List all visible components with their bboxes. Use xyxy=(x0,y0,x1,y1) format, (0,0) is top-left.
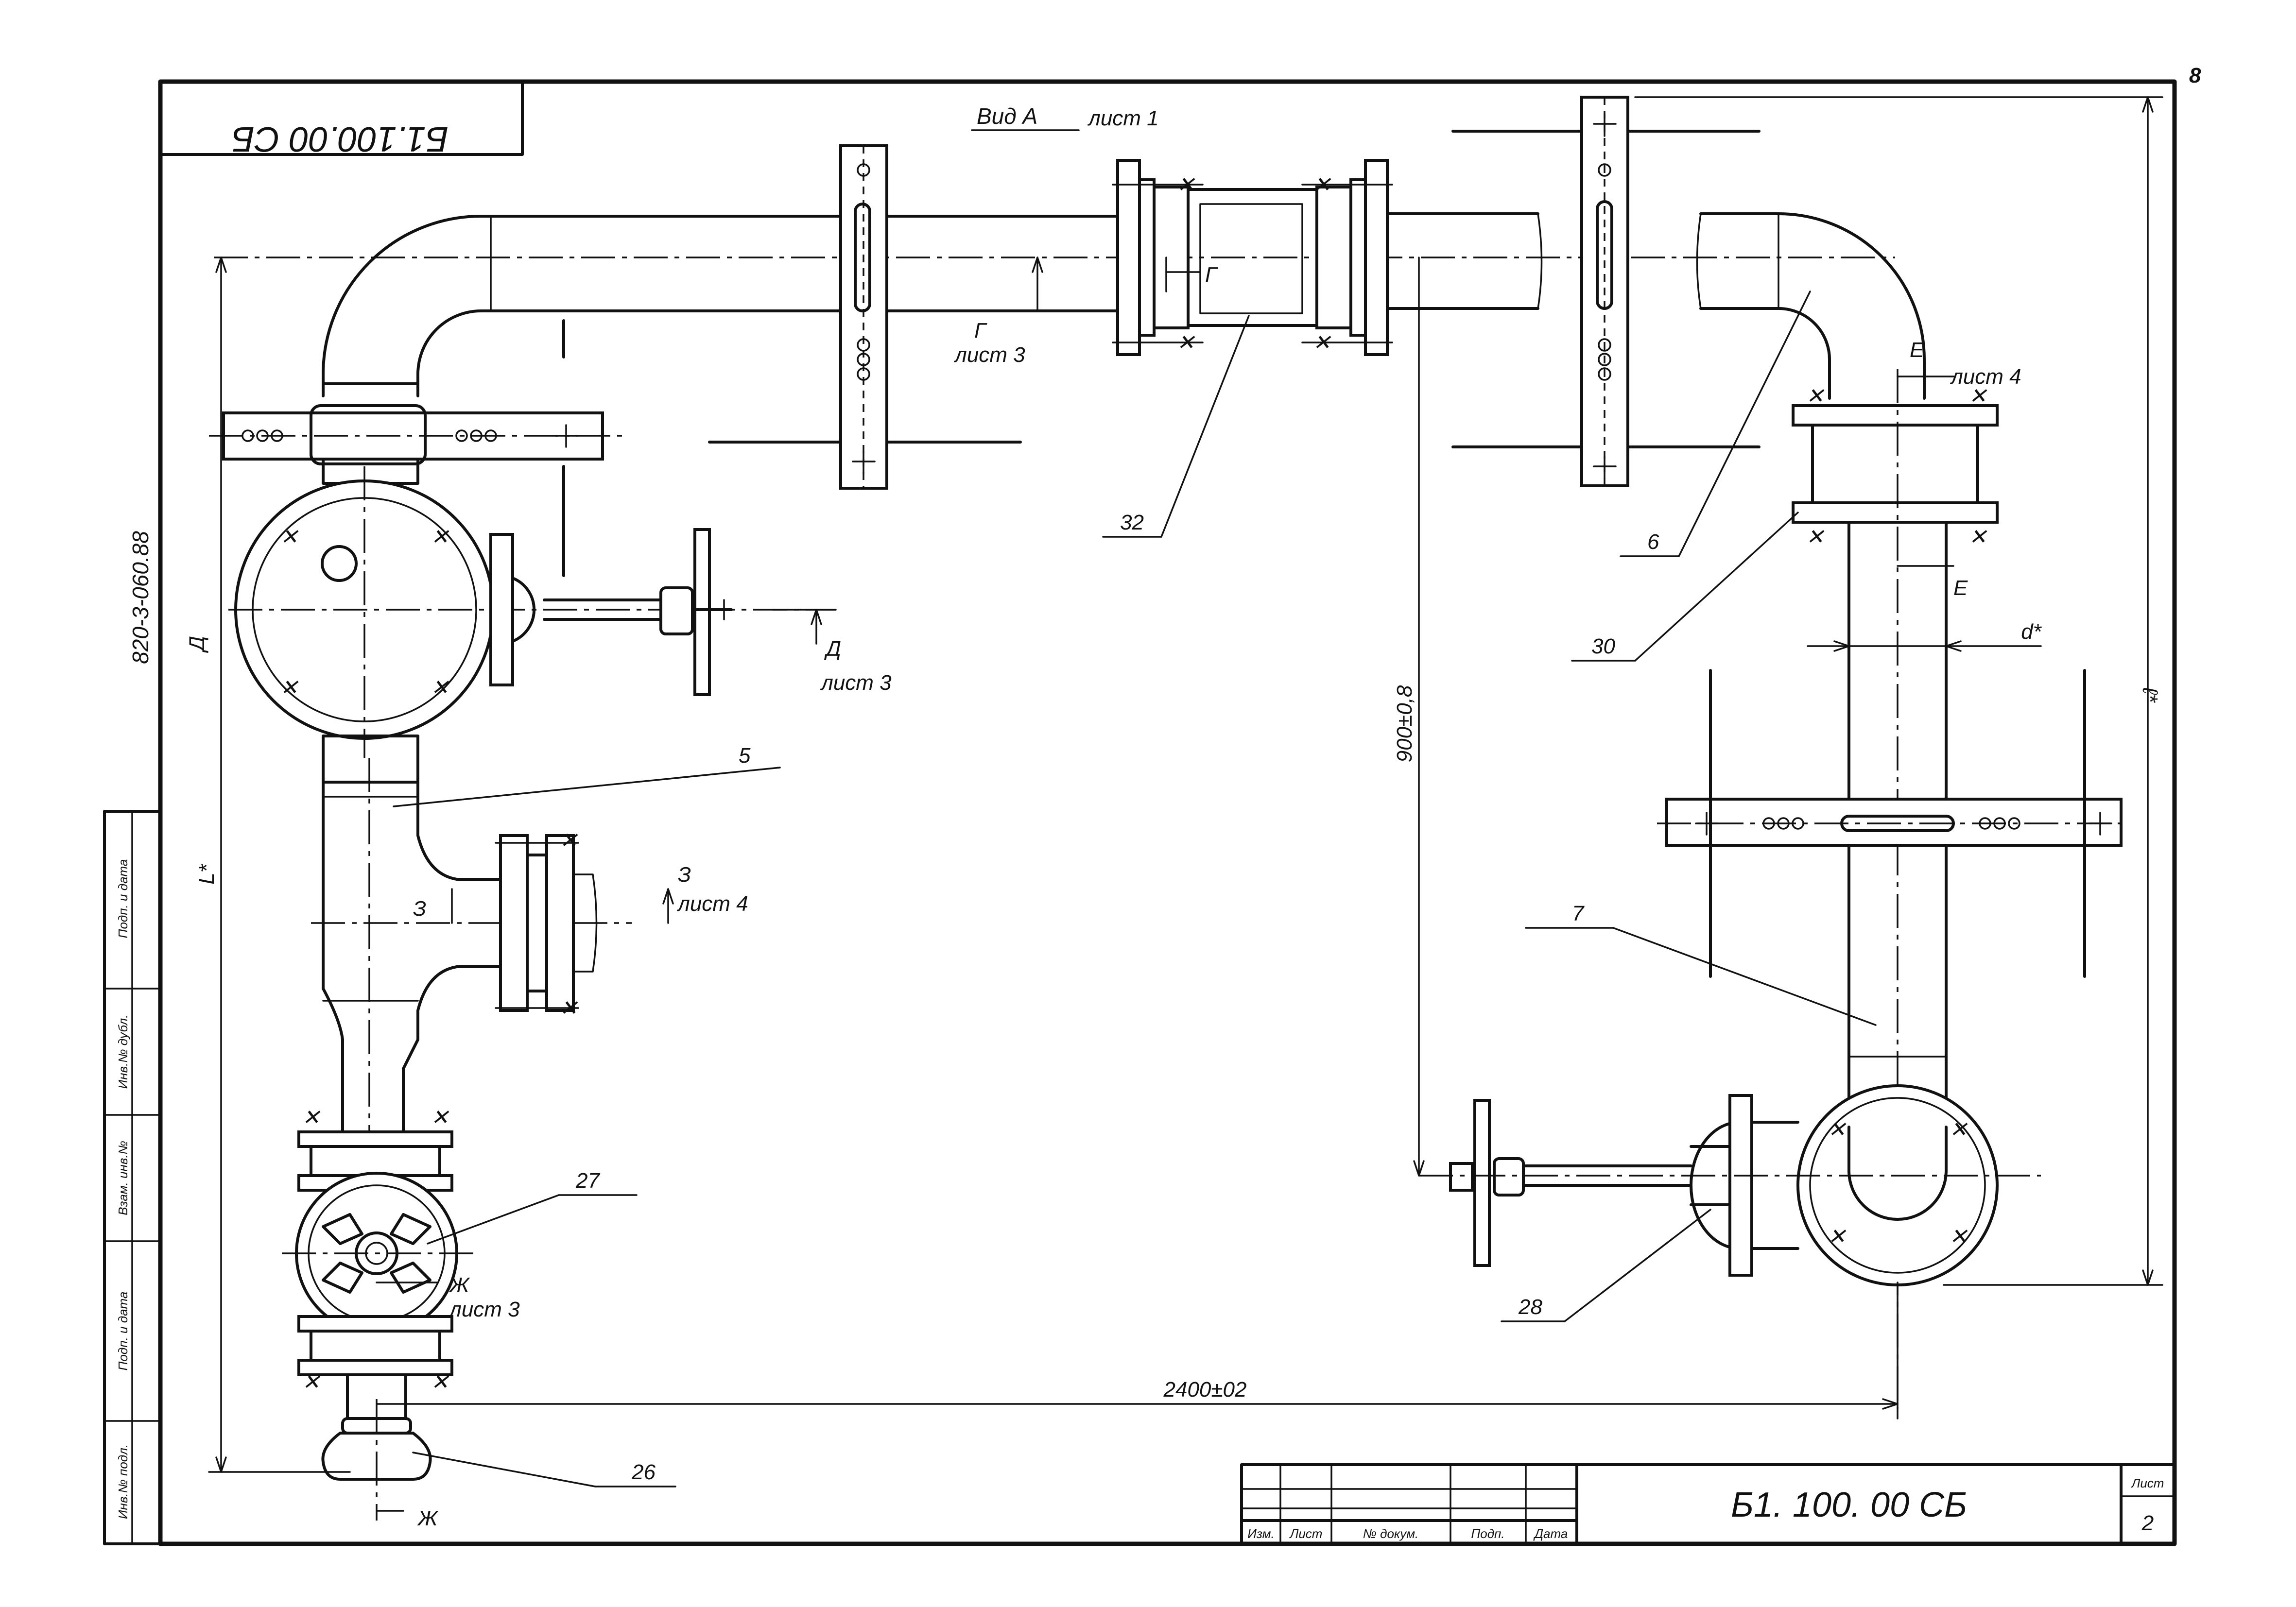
support-top-right xyxy=(1451,96,1761,487)
tb-sheet-label: Лист xyxy=(2131,1476,2164,1490)
side-stamp: Инв.№ подл. Подп. и дата Взам. инв.№ Инв… xyxy=(103,810,162,1545)
stamp-cell-3: Взам. инв.№ xyxy=(116,1141,130,1215)
dim-2400: 2400±02 xyxy=(1163,1378,1247,1402)
callout-5: 5 xyxy=(739,744,751,768)
page-number: 8 xyxy=(2189,64,2201,87)
stamp-cell-1: Инв.№ подл. xyxy=(116,1444,130,1519)
tb-header-izm: Изм. xyxy=(1247,1526,1274,1541)
view-name: Вид А xyxy=(977,103,1037,129)
dim-l: ℓ* xyxy=(2138,686,2162,703)
svg-text:✕: ✕ xyxy=(1969,525,1987,549)
title-block: Изм. Лист № докум. Подп. Дата Б1. 100. 0… xyxy=(1240,1463,2176,1545)
section-markers: Г лист 3 Г Д лист 3 Д З З лист 4 Е лист … xyxy=(185,256,2021,1530)
svg-text:✕: ✕ xyxy=(1950,1225,1968,1248)
tb-header-list: Лист xyxy=(1289,1526,1323,1541)
callouts: 32 6 30 5 7 27 28 26 xyxy=(393,291,1877,1487)
svg-text:✕: ✕ xyxy=(280,525,299,549)
svg-text:✕: ✕ xyxy=(431,1106,449,1129)
svg-text:✕: ✕ xyxy=(560,829,578,853)
svg-text:✕: ✕ xyxy=(1950,1118,1968,1142)
svg-text:✕: ✕ xyxy=(1313,331,1331,355)
dim-900: 900±0,8 xyxy=(1393,685,1416,762)
rotated-stamp-code: Б1.100.00 СБ xyxy=(232,120,449,158)
section-z-ref: лист 4 xyxy=(676,892,748,916)
expansion-joint-32: ✕ ✕ ✕ ✕ xyxy=(1112,159,1393,356)
svg-text:Ж: Ж xyxy=(417,1506,439,1530)
callout-32: 32 xyxy=(1120,511,1144,534)
stamp-cell-4: Инв.№ дубл. xyxy=(116,1015,130,1089)
callout-30: 30 xyxy=(1591,634,1615,658)
svg-text:✕: ✕ xyxy=(1806,525,1825,549)
svg-text:✕: ✕ xyxy=(302,1370,321,1394)
svg-text:✕: ✕ xyxy=(302,1106,321,1129)
section-d-letter: Д xyxy=(824,637,841,661)
tb-header-doc: № докум. xyxy=(1363,1526,1419,1541)
section-e-ref: лист 4 xyxy=(1950,365,2021,389)
svg-text:✕: ✕ xyxy=(1313,173,1331,197)
svg-text:✕: ✕ xyxy=(560,996,578,1020)
svg-text:Д: Д xyxy=(185,636,209,653)
section-zh-ref: лист 3 xyxy=(448,1298,520,1321)
svg-text:✕: ✕ xyxy=(1828,1225,1847,1248)
section-zh-letter: Ж xyxy=(449,1273,470,1297)
callout-26: 26 xyxy=(631,1460,656,1484)
svg-text:✕: ✕ xyxy=(1177,173,1195,197)
section-e-letter: Е xyxy=(1910,338,1924,362)
callout-7: 7 xyxy=(1572,902,1585,925)
view-sheet-ref: лист 1 xyxy=(1087,106,1159,130)
stamp-cell-5: Подп. и дата xyxy=(116,859,130,939)
series-code: 820-3-060.88 xyxy=(128,531,153,664)
callout-28: 28 xyxy=(1518,1295,1542,1319)
left-tee-5: ✕ ✕ xyxy=(311,735,632,1166)
svg-text:✕: ✕ xyxy=(1828,1118,1847,1142)
right-tank-28: ✕ ✕ ✕ ✕ xyxy=(1419,1084,2041,1286)
support-top-left xyxy=(708,144,1022,490)
section-g-letter: Г xyxy=(974,319,987,342)
svg-text:✕: ✕ xyxy=(1177,331,1195,355)
svg-text:✕: ✕ xyxy=(431,676,449,700)
top-pipe xyxy=(214,212,1926,400)
dim-d: d* xyxy=(2021,620,2042,644)
tb-header-data: Дата xyxy=(1533,1526,1568,1541)
right-flange-30: ✕ ✕ ✕ ✕ xyxy=(1792,384,1999,549)
stamp-cell-2: Подп. и дата xyxy=(116,1292,130,1371)
section-d-ref: лист 3 xyxy=(820,671,892,695)
svg-text:✕: ✕ xyxy=(1806,384,1825,408)
callout-6: 6 xyxy=(1647,530,1659,554)
svg-text:✕: ✕ xyxy=(1969,384,1987,408)
dimensions: L* ℓ* 900±0,8 2400±02 d* xyxy=(195,96,2163,1473)
section-g-ref: лист 3 xyxy=(953,343,1025,367)
right-pipe-7 xyxy=(1657,369,2128,1409)
svg-text:✕: ✕ xyxy=(431,1370,449,1394)
left-tank-d: ✕ ✕ ✕ ✕ xyxy=(228,458,836,758)
section-z-letter: З xyxy=(678,863,691,887)
svg-text:✕: ✕ xyxy=(280,676,299,700)
tb-document-code: Б1. 100. 00 СБ xyxy=(1731,1486,1967,1524)
svg-text:Е: Е xyxy=(1953,576,1968,600)
dim-L: L* xyxy=(195,863,219,884)
callout-27: 27 xyxy=(575,1169,600,1193)
tb-sheet-number: 2 xyxy=(2141,1511,2154,1535)
view-title: Вид А лист 1 xyxy=(971,103,1159,131)
svg-text:Г: Г xyxy=(1205,263,1218,287)
svg-text:З: З xyxy=(413,897,426,921)
left-drain-26 xyxy=(321,1373,432,1521)
left-valve-27: ✕ ✕ ✕ ✕ xyxy=(282,1106,476,1394)
svg-text:✕: ✕ xyxy=(431,525,449,549)
tb-header-podp: Подп. xyxy=(1471,1526,1504,1541)
